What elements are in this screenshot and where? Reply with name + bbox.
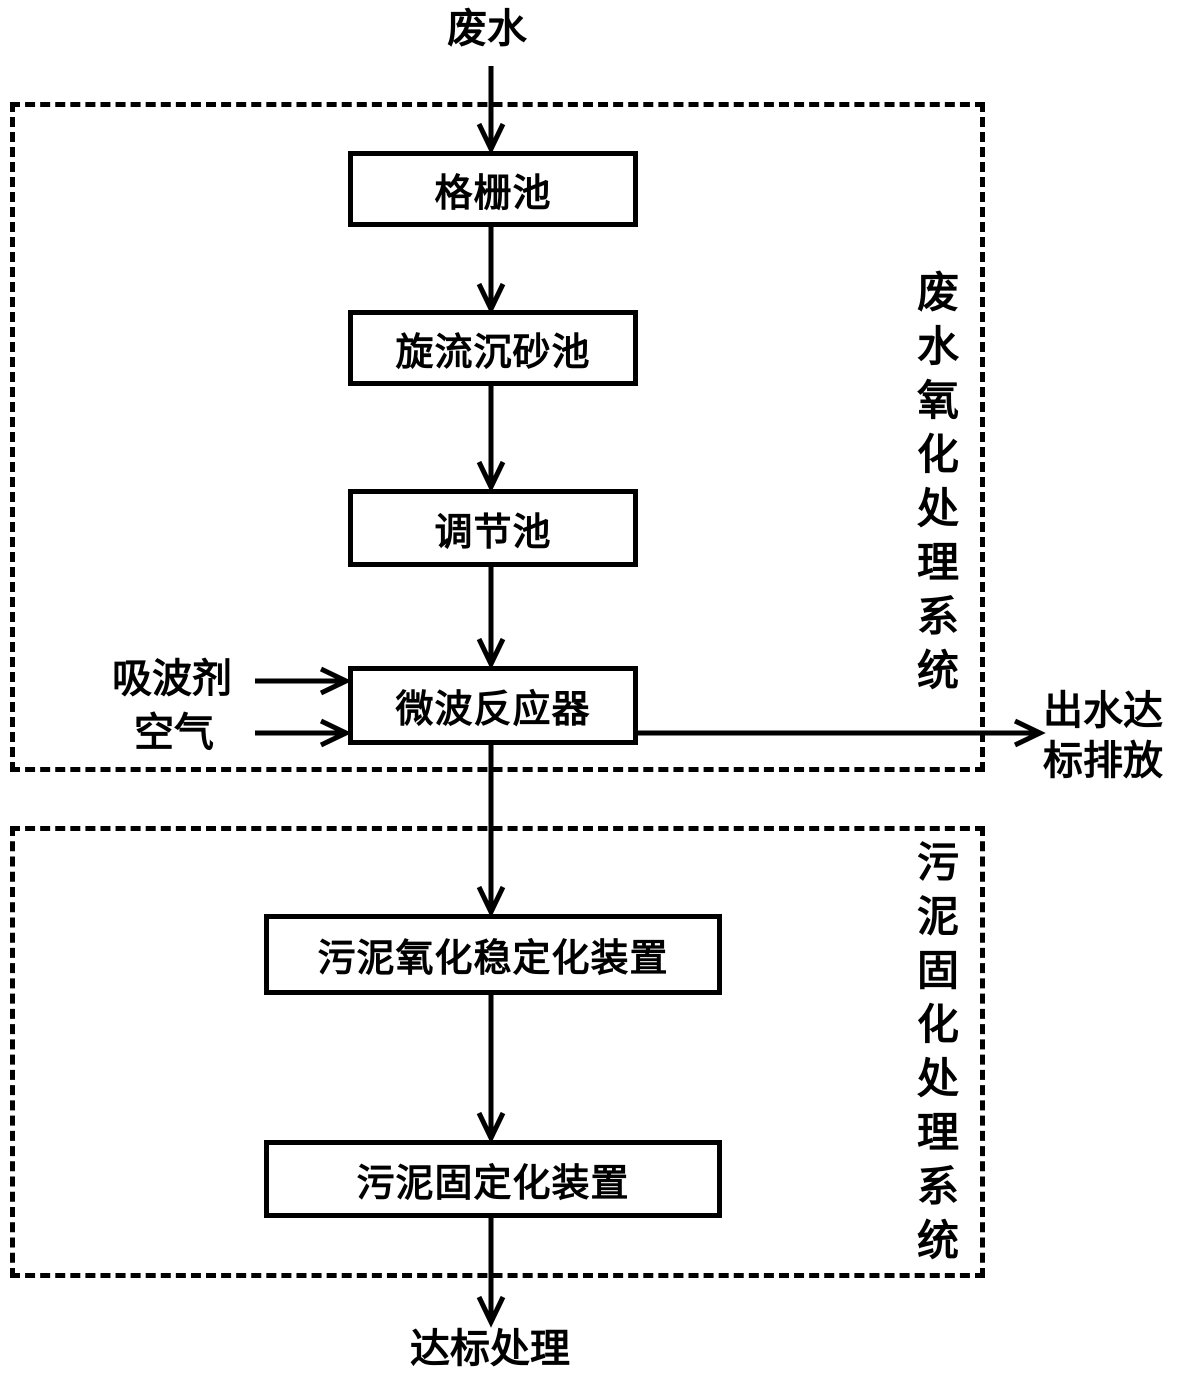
sludge-system-boundary bbox=[10, 826, 985, 1278]
sludge-system-title: 污泥固化处理系统 bbox=[916, 838, 959, 1265]
grit-chamber-box: 旋流沉砂池 bbox=[348, 310, 638, 386]
microwave-reactor-box: 微波反应器 bbox=[348, 666, 638, 745]
final-output-label: 达标处理 bbox=[410, 1326, 570, 1372]
sludge-stabilization-box: 污泥氧化稳定化装置 bbox=[264, 914, 722, 995]
input-label: 废水 bbox=[447, 6, 527, 52]
wastewater-system-boundary bbox=[10, 102, 985, 772]
outlet-label-line2: 标排放 bbox=[1043, 738, 1163, 784]
sludge-solidification-box: 污泥固定化装置 bbox=[264, 1140, 722, 1218]
wastewater-system-title: 废水氧化处理系统 bbox=[916, 268, 959, 695]
outlet-label-line1: 出水达 bbox=[1043, 688, 1163, 734]
air-label: 空气 bbox=[134, 710, 214, 756]
grid-tank-box: 格栅池 bbox=[348, 151, 638, 227]
absorbent-label: 吸波剂 bbox=[112, 656, 232, 702]
regulating-tank-box: 调节池 bbox=[348, 489, 638, 567]
